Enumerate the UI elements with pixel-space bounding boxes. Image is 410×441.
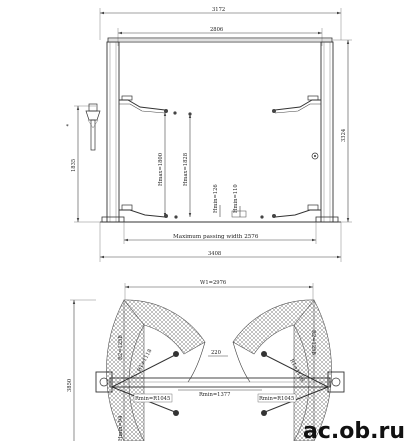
left-r2-label: R2=1258 xyxy=(118,335,124,360)
plan-depth-label: 3850 xyxy=(67,379,73,392)
passing-width-label: Maximum passing width 2576 xyxy=(173,234,259,240)
center-dim-label: 220 xyxy=(211,350,221,356)
svg-text:*: * xyxy=(66,124,69,130)
base-width-label: 3408 xyxy=(208,251,221,257)
bottom-left-label: Hmin=94 xyxy=(118,415,124,441)
base-height-label: 1835 xyxy=(71,159,77,172)
inner-width-label: 2806 xyxy=(210,27,223,33)
left-rmin-label: Rmin=R1045 xyxy=(135,396,170,402)
hmax-pad-label: Hmax=1828 xyxy=(183,153,189,186)
hmin-arm-label: Hmin=126 xyxy=(213,184,219,213)
hmin-pad-label: Hmin=110 xyxy=(233,184,239,213)
right-r2-label: R2=1258 xyxy=(310,330,316,355)
rmin-label: Rmin=1377 xyxy=(199,392,230,398)
side-view-pad xyxy=(85,103,101,151)
plan-width-label: W1=2976 xyxy=(200,280,226,286)
plan-view: W1=2976 xyxy=(67,280,345,441)
control-knob-icon xyxy=(311,152,319,160)
lowered-arms xyxy=(119,204,321,219)
center-beam xyxy=(95,371,345,393)
total-height-label: 3324 xyxy=(341,128,347,142)
right-column xyxy=(311,41,339,223)
left-column xyxy=(101,41,125,223)
hmax-arm-label: Hmax=1800 xyxy=(158,153,164,186)
overall-width-label: 3172 xyxy=(212,7,225,13)
raised-arms xyxy=(119,95,321,115)
right-rmin-label: Rmin=R1045 xyxy=(259,396,294,402)
watermark-text: ac.ob.ru xyxy=(303,419,405,441)
right-post xyxy=(327,371,345,393)
elevation-view: 3172 2806 xyxy=(66,7,352,262)
left-post xyxy=(95,371,113,393)
